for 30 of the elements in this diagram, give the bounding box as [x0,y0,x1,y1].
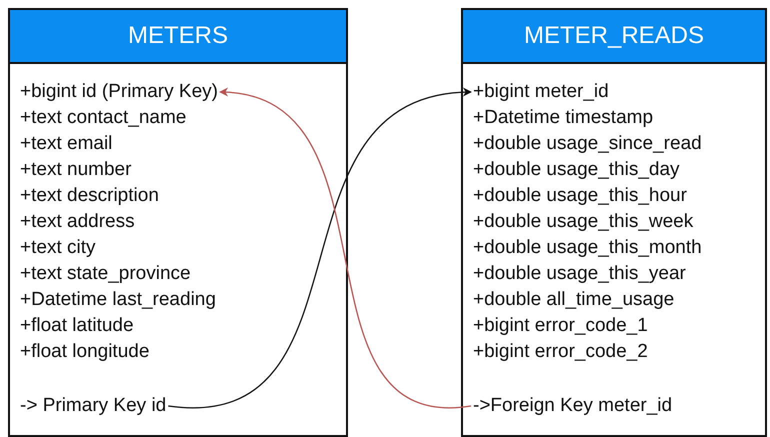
table-header: METERS [10,10,346,64]
field-row: +text city [20,236,96,260]
field-row: +float longitude [20,340,150,364]
field-row: +bigint error_code_1 [473,314,648,338]
table-card [8,8,348,437]
field-row: +double usage_this_year [473,262,686,286]
field-row: +double usage_this_day [473,158,680,182]
field-row: +float latitude [20,314,134,338]
relation-arrow [168,88,472,407]
relation-arrow [219,88,471,407]
field-row: +double usage_since_read [473,132,702,156]
field-row: +bigint error_code_2 [473,340,648,364]
field-row: ->Foreign Key meter_id [473,394,672,418]
field-row: +double usage_this_month [473,236,702,260]
field-row: +Datetime timestamp [473,106,654,130]
field-row: +text contact_name [20,106,186,130]
field-row: +text state_province [20,262,191,286]
field-row: +Datetime last_reading [20,288,216,312]
field-row: +text email [20,132,112,156]
field-row: +text number [20,158,132,182]
table-card [461,8,767,437]
field-row: -> Primary Key id [20,394,166,418]
field-row: +bigint meter_id [473,80,609,104]
field-row: +double usage_this_hour [473,184,687,208]
table-header: METER_READS [463,10,765,64]
field-row: +double all_time_usage [473,288,674,312]
field-row: +double usage_this_week [473,210,694,234]
field-row: +bigint id (Primary Key) [20,80,218,104]
field-row: +text address [20,210,135,234]
field-row: +text description [20,184,159,208]
